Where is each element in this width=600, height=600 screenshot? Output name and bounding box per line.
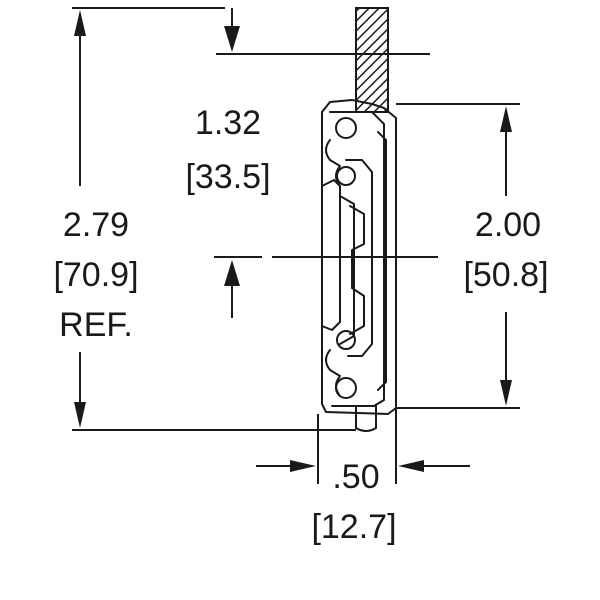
- offset-mm: [33.5]: [185, 158, 270, 196]
- dimension-offset: [214, 8, 438, 318]
- offset-inch: 1.32: [195, 104, 261, 142]
- mounting-height-inch: 2.00: [475, 206, 541, 244]
- overall-height-inch: 2.79: [63, 206, 129, 244]
- overall-height-ref-note: REF.: [59, 306, 133, 344]
- mounting-height-mm: [50.8]: [463, 256, 548, 294]
- dimension-mounting-height: [396, 103, 520, 409]
- thickness-mm: [12.7]: [311, 508, 396, 546]
- thickness-inch: .50: [332, 458, 379, 496]
- overall-height-mm: [70.9]: [53, 256, 138, 294]
- slide-cross-section: [321, 99, 397, 432]
- dimension-thickness: [256, 400, 470, 484]
- cabinet-wall: [355, 7, 389, 113]
- dimension-overall-height: [72, 7, 356, 431]
